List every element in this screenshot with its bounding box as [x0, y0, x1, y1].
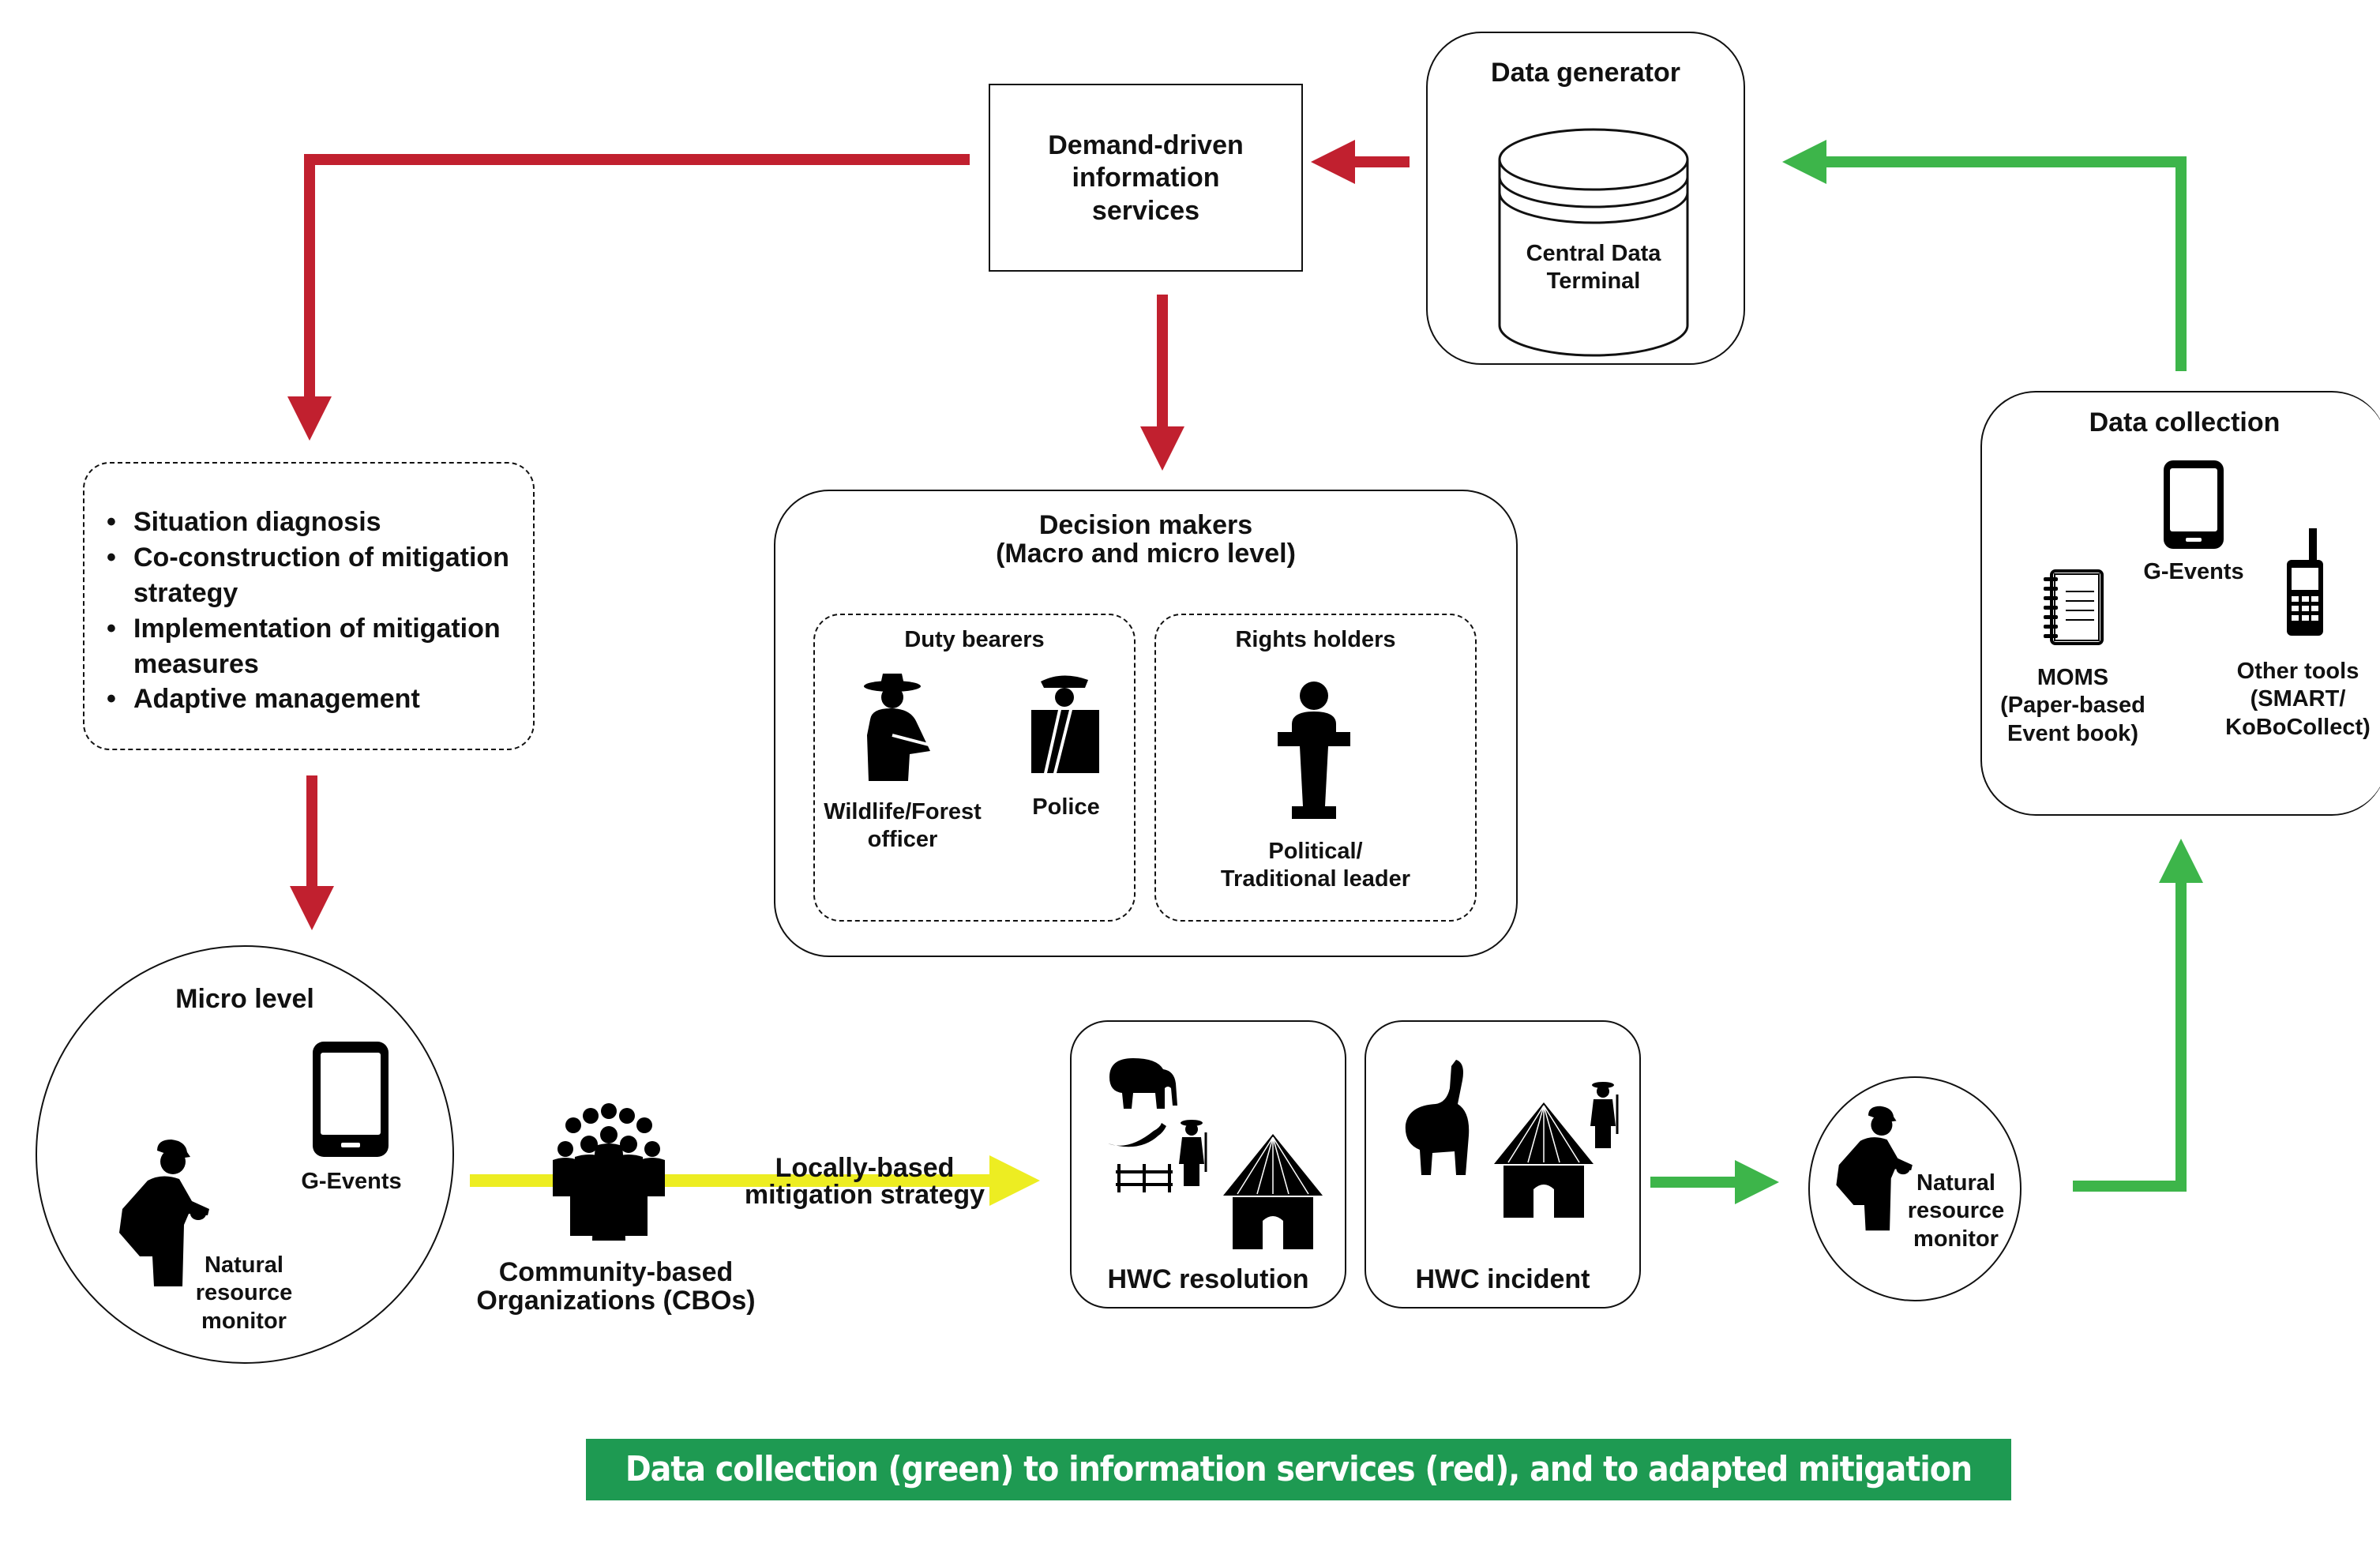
decision-makers-title: Decision makers (Macro and micro level) — [996, 510, 1296, 569]
police-icon — [1031, 675, 1099, 773]
demand-driven-label: Demand-driven information services — [1048, 130, 1244, 226]
leader-label: Political/ Traditional leader — [1220, 839, 1411, 892]
radio-phone-icon — [2287, 528, 2323, 636]
hwc-resolution-label: HWC resolution — [1107, 1264, 1309, 1294]
fence-icon — [1116, 1164, 1173, 1192]
monitor-right-label: Natural resource monitor — [1907, 1170, 2005, 1252]
elephant-raised-icon — [1405, 1060, 1470, 1175]
strategy-step: Implementation of mitigation measures — [92, 611, 535, 682]
elephant-icon — [1109, 1058, 1177, 1109]
police-label: Police — [1032, 794, 1100, 820]
cbos-label: Community-based Organizations (CBOs) — [476, 1257, 756, 1316]
ranger-icon — [864, 674, 930, 781]
wildlife-officer-label: Wildlife/Forest officer — [824, 799, 982, 853]
duty-bearers-box: Duty bearers Wildlife/Forest officer Pol… — [813, 614, 1136, 922]
chili-pepper-icon — [1108, 1123, 1166, 1147]
micro-gevents-label: G-Events — [301, 1169, 402, 1194]
notebook-icon — [2044, 569, 2104, 645]
demand-driven-box: Demand-driven information services — [989, 84, 1303, 272]
strategy-steps-box: Situation diagnosis Co-construction of m… — [83, 462, 535, 750]
monitor-person-icon — [1836, 1106, 1913, 1231]
flow-arrows — [287, 140, 2203, 1206]
strategy-step: Adaptive management — [92, 681, 535, 717]
data-collection-box: Data collection G-Events MOMS (Paper-bas… — [1980, 391, 2380, 816]
crowd-icon — [553, 1103, 665, 1241]
data-collection-title: Data collection — [2089, 407, 2281, 437]
monitor-person-icon — [119, 1140, 209, 1286]
rights-holders-title: Rights holders — [1235, 627, 1396, 652]
micro-monitor-label: Natural resource monitor — [195, 1252, 293, 1334]
rights-holders-box: Rights holders Political/ Traditional le… — [1154, 614, 1477, 922]
tablet-icon — [313, 1042, 389, 1157]
green-arrow-to-generator — [1782, 140, 2187, 371]
decision-makers-box: Decision makers (Macro and micro level) … — [774, 490, 1518, 957]
hwc-incident-box: HWC incident — [1365, 1020, 1641, 1309]
red-arrow-to-strategy — [287, 154, 970, 441]
hut-icon — [1223, 1134, 1323, 1249]
ranger-small-icon — [1179, 1120, 1207, 1186]
hwc-resolution-box: HWC resolution — [1070, 1020, 1346, 1309]
strategy-step: Situation diagnosis — [92, 505, 535, 540]
local-strategy-label: Locally-based mitigation strategy — [744, 1153, 985, 1210]
micro-level-title: Micro level — [175, 984, 314, 1014]
ranger-small-icon — [1590, 1082, 1619, 1148]
hut-icon — [1494, 1102, 1594, 1218]
duty-bearers-title: Duty bearers — [904, 627, 1045, 652]
gevents-label: G-Events — [2143, 559, 2244, 584]
data-generator-title: Data generator — [1491, 58, 1680, 88]
other-tools-label: Other tools (SMART/ KoBoCollect) — [2225, 659, 2371, 740]
data-generator-box: Data generator Central Data Terminal — [1426, 32, 1745, 365]
central-data-terminal-label: Central Data Terminal — [1526, 241, 1661, 295]
phone-icon — [2164, 460, 2224, 549]
hwc-incident-label: HWC incident — [1415, 1264, 1590, 1294]
monitor-circle-right: Natural resource monitor — [1808, 1076, 2021, 1301]
micro-level-circle: Micro level G-Events Natural resource mo… — [36, 945, 454, 1364]
database-cylinder-icon — [1498, 128, 1689, 357]
strategy-step: Co-construction of mitigation strategy — [92, 540, 535, 611]
speaker-podium-icon — [1278, 681, 1350, 819]
moms-label: MOMS (Paper-based Event book) — [2000, 665, 2145, 746]
strategy-steps-list: Situation diagnosis Co-construction of m… — [92, 505, 535, 717]
green-arrow-to-collection — [2073, 839, 2203, 1192]
caption-bar: Data collection (green) to information s… — [586, 1439, 2011, 1551]
